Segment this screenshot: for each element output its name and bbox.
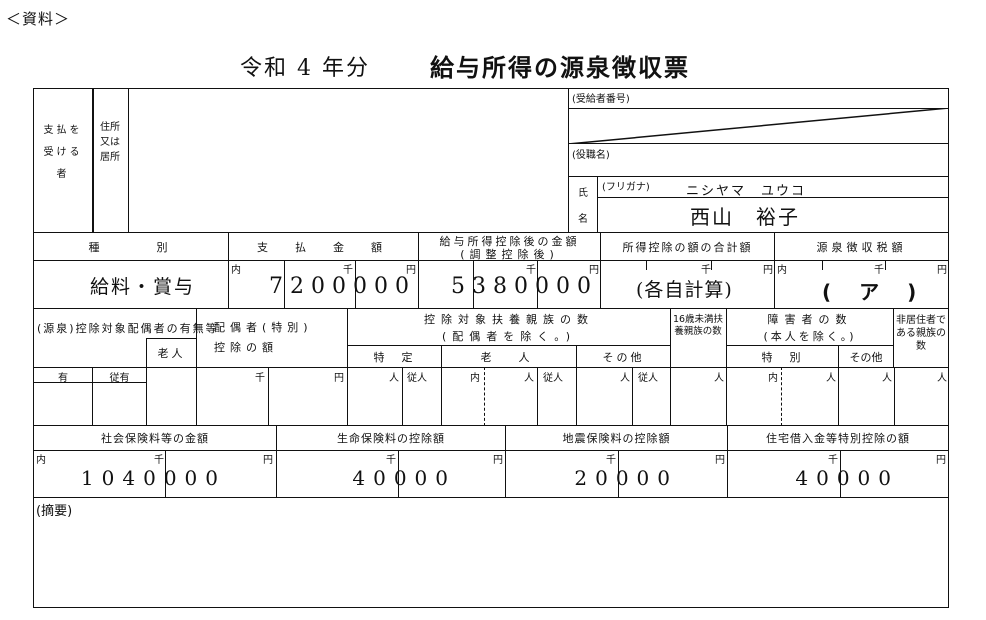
form-title: 給与所得の源泉徴収票 xyxy=(430,54,690,82)
unit-inner: 内 xyxy=(36,455,46,466)
dependents-sub: (配偶者を除く。) xyxy=(441,330,577,343)
unit-yen: 円 xyxy=(589,265,599,276)
unit-inner: 内 xyxy=(777,265,787,276)
nonresident-header: 非居住者である親族の数 xyxy=(896,315,946,352)
header-withholding: 源泉徴収税額 xyxy=(774,232,949,261)
unit-thousand: 千 xyxy=(255,373,265,384)
unit-thousand: 千 xyxy=(343,265,353,276)
after-deduction-amount: 5380000 xyxy=(451,274,598,299)
furigana-value: ニシヤマ ユウコ xyxy=(686,184,807,199)
unit-inner: 内 xyxy=(470,373,480,384)
unit-yen: 円 xyxy=(493,455,503,466)
unit-inner: 内 xyxy=(231,265,241,276)
life-insurance-header: 生命保険料の控除額 xyxy=(276,425,506,451)
unit-person: 人 xyxy=(826,373,836,384)
address-label: 住所又は居所 xyxy=(100,122,120,163)
spouse-deduction-header: 配偶者(特別)控除の額 xyxy=(214,321,313,354)
dependents-header: 控除対象扶養親族の数 xyxy=(424,313,594,326)
spouse-elderly-header: 老人 xyxy=(146,338,197,368)
specific-header: 特 定 xyxy=(347,345,442,368)
unit-yen: 円 xyxy=(406,265,416,276)
disabled-header: 障害者の数 xyxy=(767,313,853,326)
unit-person: 人 xyxy=(620,373,630,384)
position-label: (役職名) xyxy=(572,150,610,161)
material-label: ＜資料＞ xyxy=(6,10,71,28)
unit-thousand: 千 xyxy=(526,265,536,276)
unit-thousand: 千 xyxy=(606,455,616,466)
furigana-label: (フリガナ) xyxy=(602,182,650,193)
income-type-value: 給料・賞与 xyxy=(90,276,196,298)
under16-header: 16歳未満扶養親族の数 xyxy=(672,314,724,337)
recipient-name: 西山 裕子 xyxy=(690,205,800,229)
withholding-tax-value[interactable]: ( ア ) xyxy=(822,280,921,304)
unit-yen: 円 xyxy=(936,455,946,466)
unit-person: 人 xyxy=(937,373,947,384)
name-label: 氏 xyxy=(578,188,588,199)
header-after-deduction-sub: (調整控除後) xyxy=(460,248,559,261)
social-insurance-header: 社会保険料等の金額 xyxy=(33,425,277,451)
unit-yen: 円 xyxy=(937,265,947,276)
earthquake-insurance-header: 地震保険料の控除額 xyxy=(505,425,728,451)
disabled-sub: (本人を除く。) xyxy=(763,330,857,343)
other-header: その他 xyxy=(576,345,671,368)
disabled-other-header: その他 xyxy=(838,345,894,368)
unit-yen: 円 xyxy=(263,455,273,466)
housing-loan-header: 住宅借入金等特別控除の額 xyxy=(727,425,949,451)
unit-person: 人 xyxy=(882,373,892,384)
life-insurance-amount: 40000 xyxy=(352,466,456,490)
housing-loan-amount: 40000 xyxy=(795,466,899,490)
header-after-deduction: 給与所得控除後の金額 xyxy=(439,235,580,248)
old-header: 老 人 xyxy=(441,345,577,368)
social-insurance-amount: 1040000 xyxy=(80,466,226,490)
deduction-total-value: (各自計算) xyxy=(636,279,733,301)
form-year: 令和 4 年分 xyxy=(240,56,370,81)
remarks-label: (摘要) xyxy=(36,504,73,519)
recipient-id-label: (受給者番号) xyxy=(572,94,630,105)
unit-yen: 円 xyxy=(334,373,344,384)
header-payment: 支 払 金 額 xyxy=(228,232,419,261)
unit-yen: 円 xyxy=(763,265,773,276)
spouse-header: (源泉)控除対象配偶者の有無等 xyxy=(37,322,219,335)
unit-sub-person: 従人 xyxy=(638,373,658,384)
recipient-id-field[interactable] xyxy=(568,108,949,144)
header-deduction-total: 所得控除の額の合計額 xyxy=(600,232,775,261)
unit-thousand: 千 xyxy=(874,265,884,276)
recipient-label: 支払を受ける者 xyxy=(43,125,83,180)
spouse-sub-has-label: 従有 xyxy=(109,373,130,384)
earthquake-insurance-amount: 20000 xyxy=(574,466,678,490)
unit-inner: 内 xyxy=(768,373,778,384)
unit-thousand: 千 xyxy=(386,455,396,466)
name-label-2: 名 xyxy=(578,214,588,225)
unit-thousand: 千 xyxy=(701,265,711,276)
unit-sub-person: 従人 xyxy=(543,373,563,384)
unit-sub-person: 従人 xyxy=(407,373,427,384)
header-type: 種 別 xyxy=(33,232,229,261)
unit-person: 人 xyxy=(714,373,724,384)
unit-yen: 円 xyxy=(715,455,725,466)
unit-thousand: 千 xyxy=(828,455,838,466)
address-field[interactable] xyxy=(129,89,568,232)
payment-amount: 7200000 xyxy=(269,274,416,299)
unit-person: 人 xyxy=(524,373,534,384)
unit-person: 人 xyxy=(389,373,399,384)
special-header: 特 別 xyxy=(726,345,839,368)
spouse-has-label: 有 xyxy=(58,373,68,384)
unit-thousand: 千 xyxy=(154,455,164,466)
remarks-field[interactable] xyxy=(34,518,948,606)
